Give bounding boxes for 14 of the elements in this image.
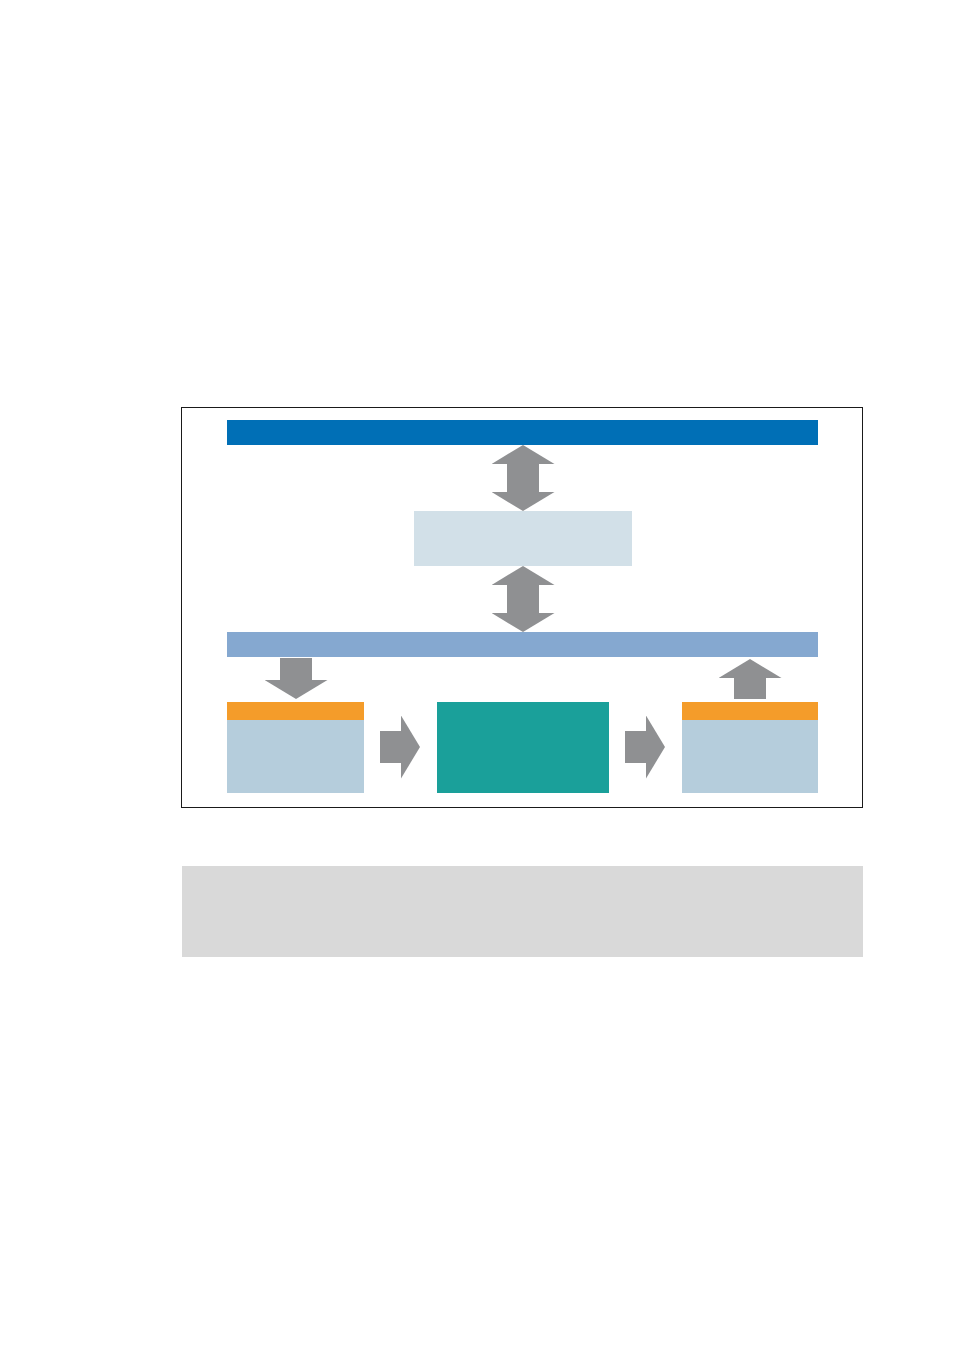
block-arrow: [718, 659, 782, 699]
block-arrow: [625, 715, 665, 779]
process-box: [437, 702, 609, 793]
block-arrow: [380, 715, 420, 779]
process-box: [414, 511, 632, 566]
process-box: [227, 702, 364, 793]
process-box: [682, 702, 818, 793]
double-arrow: [491, 445, 555, 511]
double-arrow: [491, 566, 555, 632]
block-arrow: [264, 658, 328, 699]
note-panel: [182, 866, 863, 957]
layer-bar: [227, 420, 818, 445]
diagram-frame: [181, 407, 863, 808]
layer-bar: [227, 632, 818, 657]
